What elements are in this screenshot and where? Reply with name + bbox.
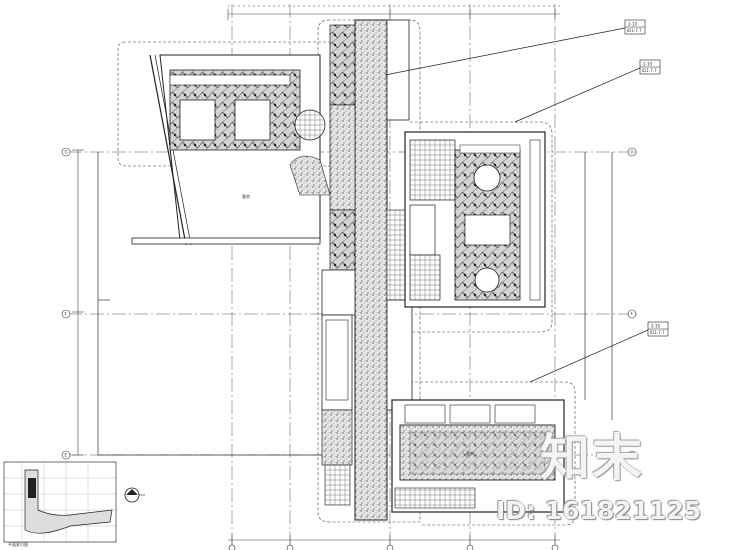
callout-ref: 2-10 — [628, 22, 638, 27]
left-guest-room: 客房 — [131, 54, 331, 246]
callout-sheet: ID1-7.7 — [650, 330, 665, 335]
watermark-id: ID: 161821125 — [496, 496, 702, 525]
grid-marker-label: E — [65, 453, 68, 458]
central-corridor — [321, 19, 413, 521]
callout-tags — [624, 19, 669, 337]
building-outline — [97, 152, 613, 456]
callout-ref: 2-10 — [643, 62, 653, 67]
bottom-guest-room: 客房 — [391, 399, 565, 513]
grid-markers — [61, 147, 637, 550]
key-plan-thumbnail: 平面索引图 — [3, 461, 117, 547]
right-upper-suite — [404, 131, 546, 308]
room-label-bottom: 客房 — [466, 450, 474, 456]
watermark-brand: 知末 — [540, 429, 644, 487]
key-plan-caption: 平面索引图 — [8, 541, 28, 547]
grid-marker-label: F — [631, 312, 634, 317]
revision-cloud — [117, 19, 576, 526]
top-dimension-line — [227, 5, 560, 20]
grid-marker-label: G — [65, 150, 68, 155]
callout-sheet: ID1-7.7 — [642, 68, 657, 73]
grid-marker-label: F — [65, 312, 68, 317]
grid-marker-label: G — [631, 150, 634, 155]
callout-sheet: ID1-7.7 — [627, 28, 642, 33]
north-arrow-icon — [124, 487, 145, 503]
callout-ref: 2-10 — [651, 324, 661, 329]
grid-marker-label: E — [631, 453, 634, 458]
callout-leaders — [384, 27, 649, 383]
left-dimension-line — [72, 149, 84, 456]
room-label-left: 客房 — [242, 193, 250, 199]
bottom-dimension-line — [228, 535, 560, 548]
